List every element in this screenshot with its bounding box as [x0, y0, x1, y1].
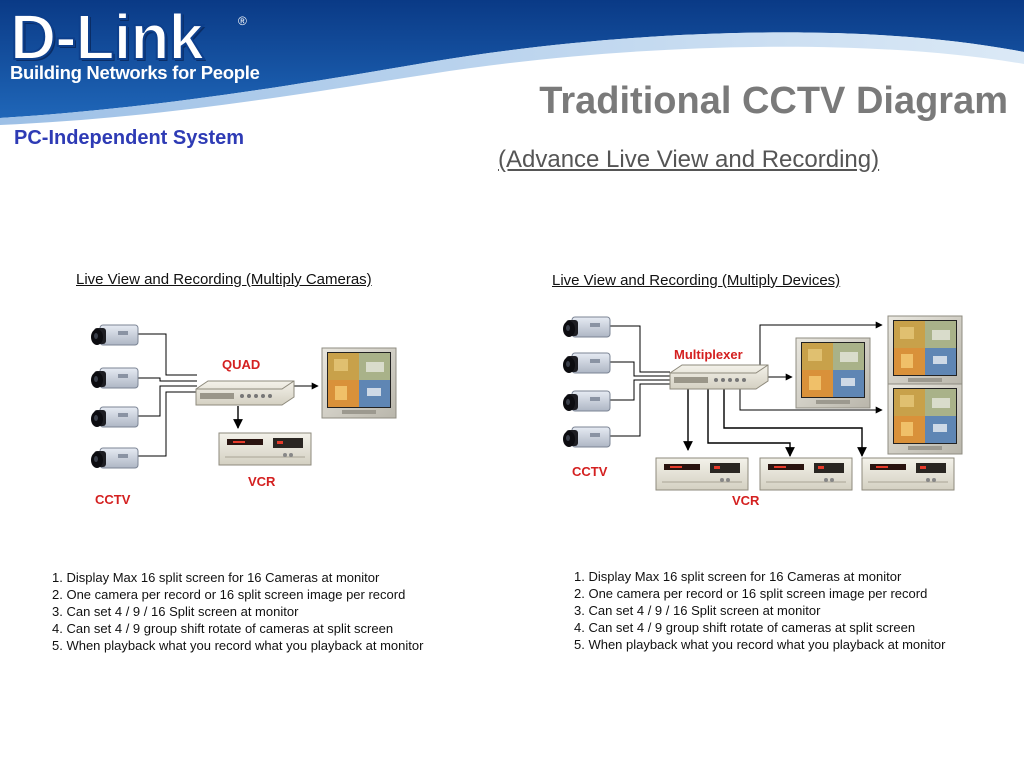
multiplexer-label: Multiplexer	[674, 347, 743, 362]
cctv-camera	[562, 390, 611, 412]
note-item: 2. One camera per record or 16 split scr…	[52, 587, 406, 602]
right-cctv-label: CCTV	[572, 464, 608, 479]
page-title: Traditional CCTV Diagram	[539, 80, 1008, 122]
quad-device	[195, 380, 295, 406]
left-notes-list: 1. Display Max 16 split screen for 16 Ca…	[52, 569, 423, 654]
cctv-camera	[562, 352, 611, 374]
monitor-display	[321, 347, 397, 419]
vcr-device	[218, 432, 312, 466]
cctv-camera	[562, 316, 611, 338]
registered-mark: ®	[238, 14, 247, 28]
note-item: 4. Can set 4 / 9 group shift rotate of c…	[574, 620, 916, 635]
cctv-camera	[90, 406, 139, 428]
logo-text: D-Link	[9, 0, 205, 74]
left-cctv-label: CCTV	[95, 492, 131, 507]
left-vcr-label: VCR	[248, 474, 276, 489]
note-item: 4. Can set 4 / 9 group shift rotate of c…	[52, 621, 394, 636]
monitor-display	[887, 315, 963, 387]
header-banner	[0, 0, 1024, 125]
left-wiring	[138, 333, 197, 457]
logo-tagline: Building Networks for People	[10, 62, 260, 83]
system-type-title: PC-Independent System	[14, 127, 245, 149]
note-item: 1. Display Max 16 split screen for 16 Ca…	[574, 569, 902, 584]
note-item: 3. Can set 4 / 9 / 16 Split screen at mo…	[52, 604, 299, 619]
monitor-display	[887, 383, 963, 455]
note-item: 3. Can set 4 / 9 / 16 Split screen at mo…	[574, 603, 821, 618]
right-wiring	[610, 325, 670, 437]
cctv-camera	[90, 367, 139, 389]
vcr-device	[655, 457, 749, 491]
monitor-display	[795, 337, 871, 409]
right-panel-title: Live View and Recording (Multiply Device…	[552, 272, 841, 289]
multiplexer-outputs	[683, 321, 883, 457]
cctv-camera	[90, 324, 139, 346]
right-vcr-label: VCR	[732, 493, 760, 508]
multiplexer-device	[669, 364, 769, 390]
note-item: 2. One camera per record or 16 split scr…	[574, 586, 928, 601]
quad-label: QUAD	[222, 357, 260, 372]
right-notes-list: 1. Display Max 16 split screen for 16 Ca…	[574, 568, 945, 653]
dlink-logo: D-Link	[9, 0, 205, 74]
left-panel-title: Live View and Recording (Multiply Camera…	[76, 271, 372, 288]
cctv-camera	[90, 447, 139, 469]
vcr-device	[759, 457, 853, 491]
cctv-camera	[562, 426, 611, 448]
note-item: 1. Display Max 16 split screen for 16 Ca…	[52, 570, 380, 585]
note-item: 5. When playback what you record what yo…	[574, 637, 946, 652]
vcr-device	[861, 457, 955, 491]
note-item: 5. When playback what you record what yo…	[52, 638, 424, 653]
page-subtitle: (Advance Live View and Recording)	[498, 146, 880, 173]
